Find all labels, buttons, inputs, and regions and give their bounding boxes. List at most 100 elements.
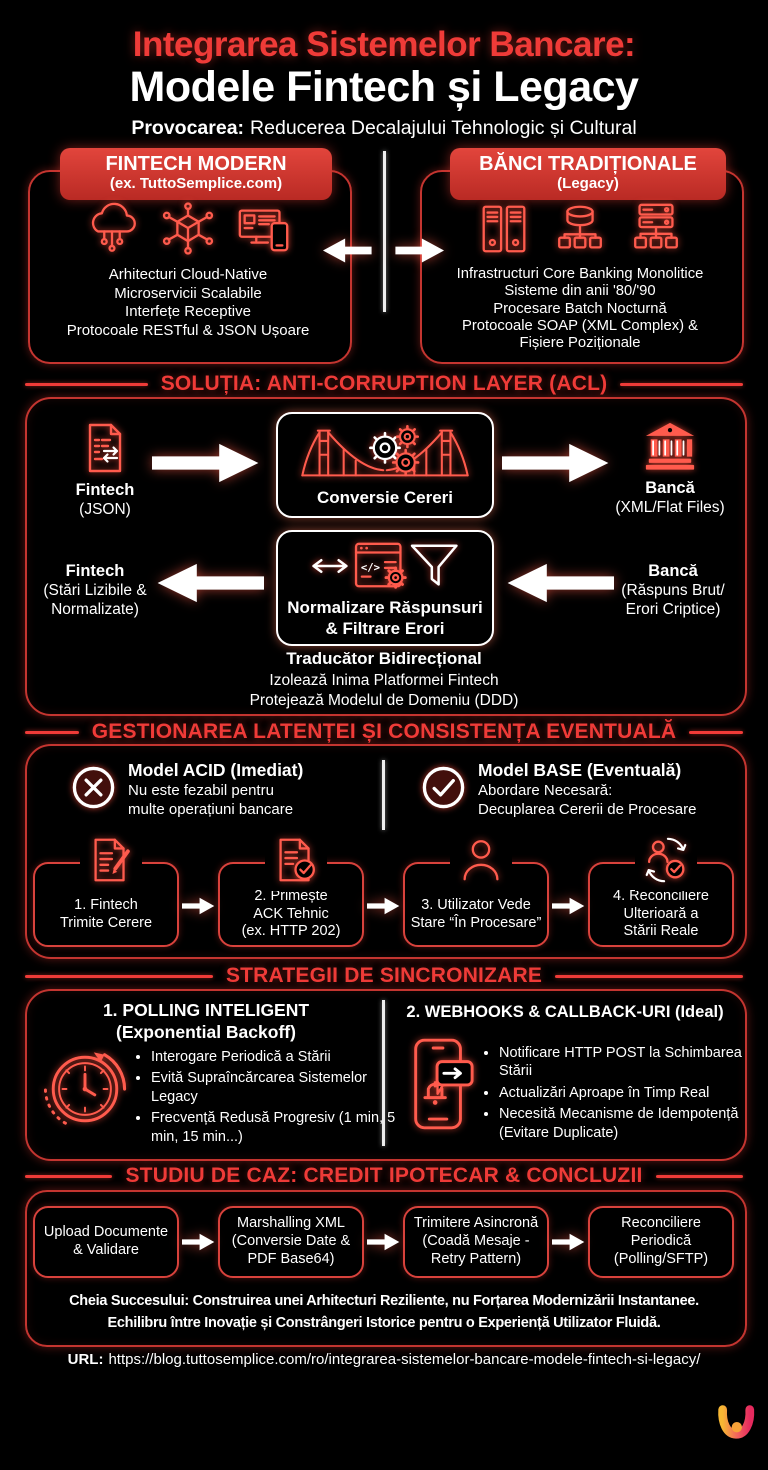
legacy-features: Infrastructuri Core Banking Monolitice S…	[425, 266, 735, 352]
challenge-subtitle: Provocarea:Reducerea Decalajului Tehnolo…	[0, 117, 768, 140]
webhooks-title: 2. WEBHOOKS & CALLBACK-URI (Ideal)	[406, 1003, 724, 1021]
fintech-feature: Arhitecturi Cloud-Native	[108, 266, 268, 283]
acl-note-line: Protejează Modelul de Domeniu (DDD)	[249, 691, 519, 709]
case-line: Reconciliere	[621, 1215, 701, 1232]
header-line	[655, 1174, 743, 1178]
json-document-icon	[88, 423, 122, 473]
acl-section-header: SOLUȚIA: ANTI-CORRUPTION LAYER (ACL)	[25, 372, 743, 396]
acl-source-title: Fintech	[75, 481, 135, 499]
step-line: 2. Primește	[254, 888, 328, 905]
legacy-feature: Infrastructuri Core Banking Monolitice	[456, 266, 704, 282]
base-line: Decuplarea Cererii de Procesare	[478, 800, 697, 818]
acid-model: Model ACID (Imediat) Nu este fezabil pen…	[128, 760, 368, 819]
case-line: & Validare	[73, 1242, 139, 1258]
bridge-gears-icon	[301, 425, 469, 477]
latency-divider	[382, 760, 385, 830]
polling-title: 1. POLLING INTELIGENT (Exponential Backo…	[36, 1000, 376, 1044]
case-line: Trimitere Asincronă	[413, 1215, 539, 1232]
polling-title-line1: 1. POLLING INTELIGENT	[102, 1000, 310, 1020]
acl-target-sub: (XML/Flat Files)	[615, 498, 725, 516]
case-line: Periodică	[630, 1233, 692, 1250]
case-arrow-icon	[552, 1233, 585, 1251]
response-normalizer-line1: Normalizare Răspunsuri	[287, 597, 483, 617]
response-normalizer-box: </> Normalizare Răspunsuri & Filtrare Er…	[276, 530, 494, 646]
acl-title: SOLUȚIA: ANTI-CORRUPTION LAYER (ACL)	[160, 372, 608, 395]
mainframe-rack-icon	[634, 203, 678, 249]
acl-request-target: Bancă (XML/Flat Files)	[610, 420, 730, 518]
webhooks-bullet: Actualizări Aproape în Timp Real	[499, 1084, 755, 1102]
latency-section-header: GESTIONAREA LATENȚEI ȘI CONSISTENȚA EVEN…	[25, 720, 743, 744]
center-divider	[383, 151, 386, 312]
case-step-3: Trimitere Asincronă (Coadă Mesaje - Retr…	[403, 1206, 549, 1278]
legacy-feature: Procesare Batch Nocturnă	[493, 300, 667, 317]
document-check-icon	[279, 838, 315, 882]
header-line	[25, 382, 148, 386]
webhook-phone-icon	[414, 1038, 474, 1130]
case-step-4: Reconciliere Periodică (Polling/SFTP)	[588, 1206, 734, 1278]
microservices-cube-icon	[162, 202, 214, 255]
response-source-sub: (Răspuns Brut/ Erori Criptice)	[621, 581, 725, 618]
acl-note: Traducător Bidirecțional Izolează Inima …	[25, 648, 743, 711]
case-box	[25, 1190, 747, 1347]
response-target-title: Fintech	[65, 562, 125, 580]
latency-step-2: 2. Primește ACK Tehnic (ex. HTTP 202)	[218, 862, 364, 947]
case-line: Upload Documente	[43, 1224, 169, 1241]
step-line: Stare “În Procesare”	[410, 914, 542, 931]
polling-clock-icon	[43, 1052, 127, 1125]
bank-building-icon	[645, 422, 695, 470]
step-icon-wrap	[80, 834, 142, 891]
request-converter-box: Conversie Cereri	[276, 412, 494, 518]
case-title: STUDIU DE CAZ: CREDIT IPOTECAR & CONCLUZ…	[125, 1164, 643, 1187]
legacy-banner: BĂNCI TRADIȚIONALE (Legacy)	[450, 148, 726, 200]
latency-title: GESTIONAREA LATENȚEI ȘI CONSISTENȚA EVEN…	[91, 720, 677, 743]
fintech-feature: Interfețe Receptive	[125, 303, 251, 321]
case-line: (Conversie Date &	[231, 1233, 351, 1250]
fintech-banner-title: FINTECH MODERN	[105, 153, 287, 175]
challenge-label: Provocarea:	[131, 117, 245, 139]
tuttosemplice-logo-icon	[718, 1405, 755, 1439]
arrow-to-fintech-icon	[322, 238, 372, 263]
header-line	[620, 382, 743, 386]
step-icon-wrap	[450, 834, 512, 891]
sync-section-header: STRATEGII DE SINCRONIZARE	[25, 964, 743, 988]
legacy-feature: Sisteme din anii '80/'90	[504, 283, 656, 300]
request-converter-label: Conversie Cereri	[316, 488, 454, 508]
response-arrow-icon	[507, 563, 614, 603]
case-step-1: Upload Documente & Validare	[33, 1206, 179, 1278]
step-line: Ulterioară a	[623, 905, 699, 922]
header-line	[25, 1174, 113, 1178]
acid-line: multe operațiuni bancare	[128, 800, 294, 818]
acl-target-title: Bancă	[645, 479, 695, 497]
legacy-banner-subtitle: (Legacy)	[557, 175, 619, 193]
request-arrow-icon	[502, 443, 609, 483]
document-pencil-icon	[94, 838, 130, 882]
page-title-main: Modele Fintech și Legacy	[129, 63, 639, 111]
polling-bullets: Interogare Periodică a Stării Evită Supr…	[134, 1048, 397, 1149]
webhooks-bullet: Notificare HTTP POST la Schimbarea Stări…	[499, 1044, 755, 1081]
case-step-2: Marshalling XML (Conversie Date & PDF Ba…	[218, 1206, 364, 1278]
url-text: https://blog.tuttosemplice.com/ro/integr…	[108, 1351, 701, 1368]
webhooks-bullet: Necesită Mecanisme de Idempotență (Evita…	[499, 1105, 755, 1142]
response-target-sub: (Stări Lizibile & Normalizate)	[43, 581, 147, 618]
acl-source-sub: (JSON)	[79, 500, 131, 518]
check-circle-icon	[422, 766, 465, 809]
acl-note-title: Traducător Bidirecțional	[286, 649, 482, 668]
step-line: 4. Reconciliere	[613, 888, 709, 905]
step-arrow-icon	[182, 897, 215, 915]
source-url: URL:https://blog.tuttosemplice.com/ro/in…	[0, 1351, 768, 1368]
step-arrow-icon	[552, 897, 585, 915]
base-title: Model BASE (Eventuală)	[478, 760, 682, 780]
fintech-feature: Protocoale RESTful & JSON Ușoare	[66, 321, 310, 339]
fintech-feature: Microservicii Scalabile	[114, 284, 262, 302]
polling-title-line2: (Exponential Backoff)	[116, 1021, 296, 1042]
header-line	[25, 730, 79, 734]
case-arrow-icon	[367, 1233, 400, 1251]
base-model: Model BASE (Eventuală) Abordare Necesară…	[478, 760, 733, 819]
step-line: (ex. HTTP 202)	[241, 923, 341, 940]
response-source-title: Bancă	[648, 562, 698, 580]
step-line: 1. Fintech	[74, 897, 138, 914]
request-arrow-icon	[152, 443, 259, 483]
key-line: Echilibru între Inovație și Constrângeri…	[107, 1314, 661, 1331]
arrow-to-legacy-icon	[395, 238, 445, 263]
